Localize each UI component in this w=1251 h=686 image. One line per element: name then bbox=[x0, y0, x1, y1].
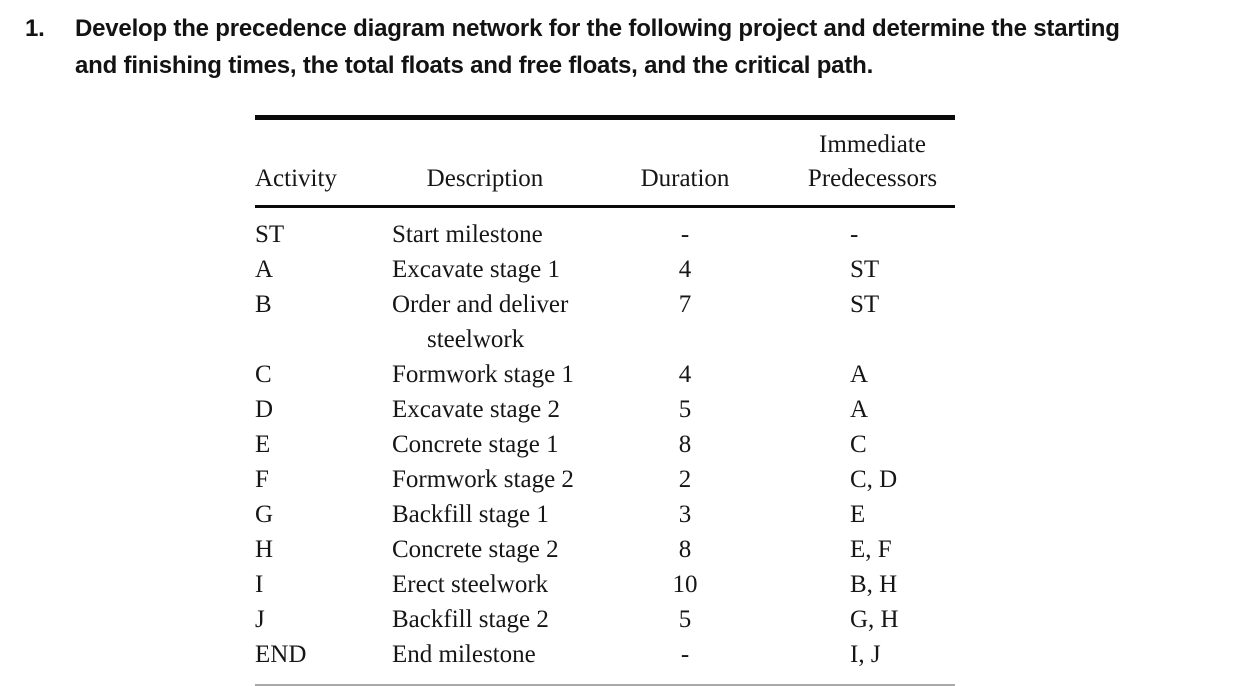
predecessors-cell: C bbox=[850, 431, 867, 458]
description-cell: Excavate stage 1 bbox=[390, 252, 580, 287]
col-header-description: Description bbox=[390, 117, 580, 208]
col-header-predecessors-line1: Immediate bbox=[819, 131, 926, 158]
activity-cell: H bbox=[255, 536, 274, 563]
duration-cell: 8 bbox=[678, 536, 692, 563]
table-row: B Order and deliver steelwork 7 ST bbox=[255, 287, 955, 357]
table-row: D Excavate stage 2 5 A bbox=[255, 392, 955, 427]
predecessors-cell: B, H bbox=[850, 571, 898, 598]
table-row: ST Start milestone - - bbox=[255, 207, 955, 253]
description-cell: Backfill stage 2 bbox=[390, 602, 580, 637]
problem-statement: 1. Develop the precedence diagram networ… bbox=[25, 10, 1225, 84]
activity-cell: C bbox=[255, 361, 272, 388]
description-cell: Erect steelwork bbox=[390, 567, 580, 602]
problem-text-line2: and finishing times, the total floats an… bbox=[75, 52, 874, 79]
problem-text-line1: Develop the precedence diagram network f… bbox=[75, 15, 1120, 42]
predecessors-cell: A bbox=[850, 396, 869, 423]
table-row: G Backfill stage 1 3 E bbox=[255, 497, 955, 532]
col-header-predecessors-line2: Predecessors bbox=[807, 165, 938, 192]
predecessors-cell: G, H bbox=[850, 606, 899, 633]
col-header-activity: Activity bbox=[255, 117, 390, 208]
duration-cell: 10 bbox=[672, 571, 698, 598]
description-line1: Order and deliver bbox=[392, 291, 569, 318]
description-line1: Backfill stage 2 bbox=[392, 606, 549, 633]
description-cell: Excavate stage 2 bbox=[390, 392, 580, 427]
problem-number: 1. bbox=[25, 15, 45, 42]
duration-cell: 2 bbox=[678, 466, 692, 493]
description-cell: End milestone bbox=[390, 637, 580, 685]
duration-cell: - bbox=[680, 641, 690, 668]
table-row: END End milestone - I, J bbox=[255, 637, 955, 685]
description-line1: Concrete stage 2 bbox=[392, 536, 559, 563]
description-line1: Formwork stage 1 bbox=[392, 361, 574, 388]
predecessors-cell: - bbox=[850, 221, 859, 248]
activity-table: Activity Description Duration Immediate … bbox=[255, 115, 955, 686]
description-cell: Formwork stage 1 bbox=[390, 357, 580, 392]
description-line1: Formwork stage 2 bbox=[392, 466, 574, 493]
description-line1: End milestone bbox=[392, 641, 536, 668]
description-line1: Backfill stage 1 bbox=[392, 501, 549, 528]
duration-cell: 4 bbox=[678, 256, 692, 283]
activity-cell: ST bbox=[255, 221, 285, 248]
predecessors-cell: I, J bbox=[850, 641, 881, 668]
description-cell: Concrete stage 2 bbox=[390, 532, 580, 567]
col-header-duration: Duration bbox=[580, 117, 790, 208]
duration-cell: 5 bbox=[678, 606, 692, 633]
activity-cell: E bbox=[255, 431, 271, 458]
description-line1: Erect steelwork bbox=[392, 571, 549, 598]
predecessors-cell: ST bbox=[850, 256, 880, 283]
description-cell: Backfill stage 1 bbox=[390, 497, 580, 532]
predecessors-cell: E, F bbox=[850, 536, 892, 563]
table-row: F Formwork stage 2 2 C, D bbox=[255, 462, 955, 497]
table-header-row: Activity Description Duration Immediate … bbox=[255, 117, 955, 208]
description-line1: Excavate stage 2 bbox=[392, 396, 560, 423]
description-cell: Order and deliver steelwork bbox=[390, 287, 580, 357]
description-line2: steelwork bbox=[427, 326, 525, 353]
description-cell: Start milestone bbox=[390, 207, 580, 253]
description-cell: Concrete stage 1 bbox=[390, 427, 580, 462]
duration-cell: - bbox=[680, 221, 690, 248]
problem-text: Develop the precedence diagram network f… bbox=[75, 10, 1225, 84]
table-row: H Concrete stage 2 8 E, F bbox=[255, 532, 955, 567]
duration-cell: 8 bbox=[678, 431, 692, 458]
activity-cell: END bbox=[255, 641, 307, 668]
duration-cell: 5 bbox=[678, 396, 692, 423]
predecessors-cell: E bbox=[850, 501, 866, 528]
activity-cell: G bbox=[255, 501, 274, 528]
table-row: A Excavate stage 1 4 ST bbox=[255, 252, 955, 287]
description-line1: Concrete stage 1 bbox=[392, 431, 559, 458]
description-cell: Formwork stage 2 bbox=[390, 462, 580, 497]
activity-cell: D bbox=[255, 396, 274, 423]
table-row: I Erect steelwork 10 B, H bbox=[255, 567, 955, 602]
description-line1: Start milestone bbox=[392, 221, 543, 248]
table-row: C Formwork stage 1 4 A bbox=[255, 357, 955, 392]
activity-table-wrap: Activity Description Duration Immediate … bbox=[255, 115, 955, 686]
predecessors-cell: A bbox=[850, 361, 869, 388]
activity-cell: J bbox=[255, 606, 265, 633]
activity-cell: I bbox=[255, 571, 264, 598]
activity-cell: F bbox=[255, 466, 269, 493]
col-header-immediate-predecessors: Immediate Predecessors bbox=[790, 117, 955, 208]
predecessors-cell: ST bbox=[850, 291, 880, 318]
duration-cell: 7 bbox=[678, 291, 692, 318]
table-row: J Backfill stage 2 5 G, H bbox=[255, 602, 955, 637]
activity-cell: B bbox=[255, 291, 272, 318]
predecessors-cell: C, D bbox=[850, 466, 898, 493]
description-line1: Excavate stage 1 bbox=[392, 256, 560, 283]
duration-cell: 4 bbox=[678, 361, 692, 388]
activity-cell: A bbox=[255, 256, 274, 283]
table-row: E Concrete stage 1 8 C bbox=[255, 427, 955, 462]
duration-cell: 3 bbox=[678, 501, 692, 528]
